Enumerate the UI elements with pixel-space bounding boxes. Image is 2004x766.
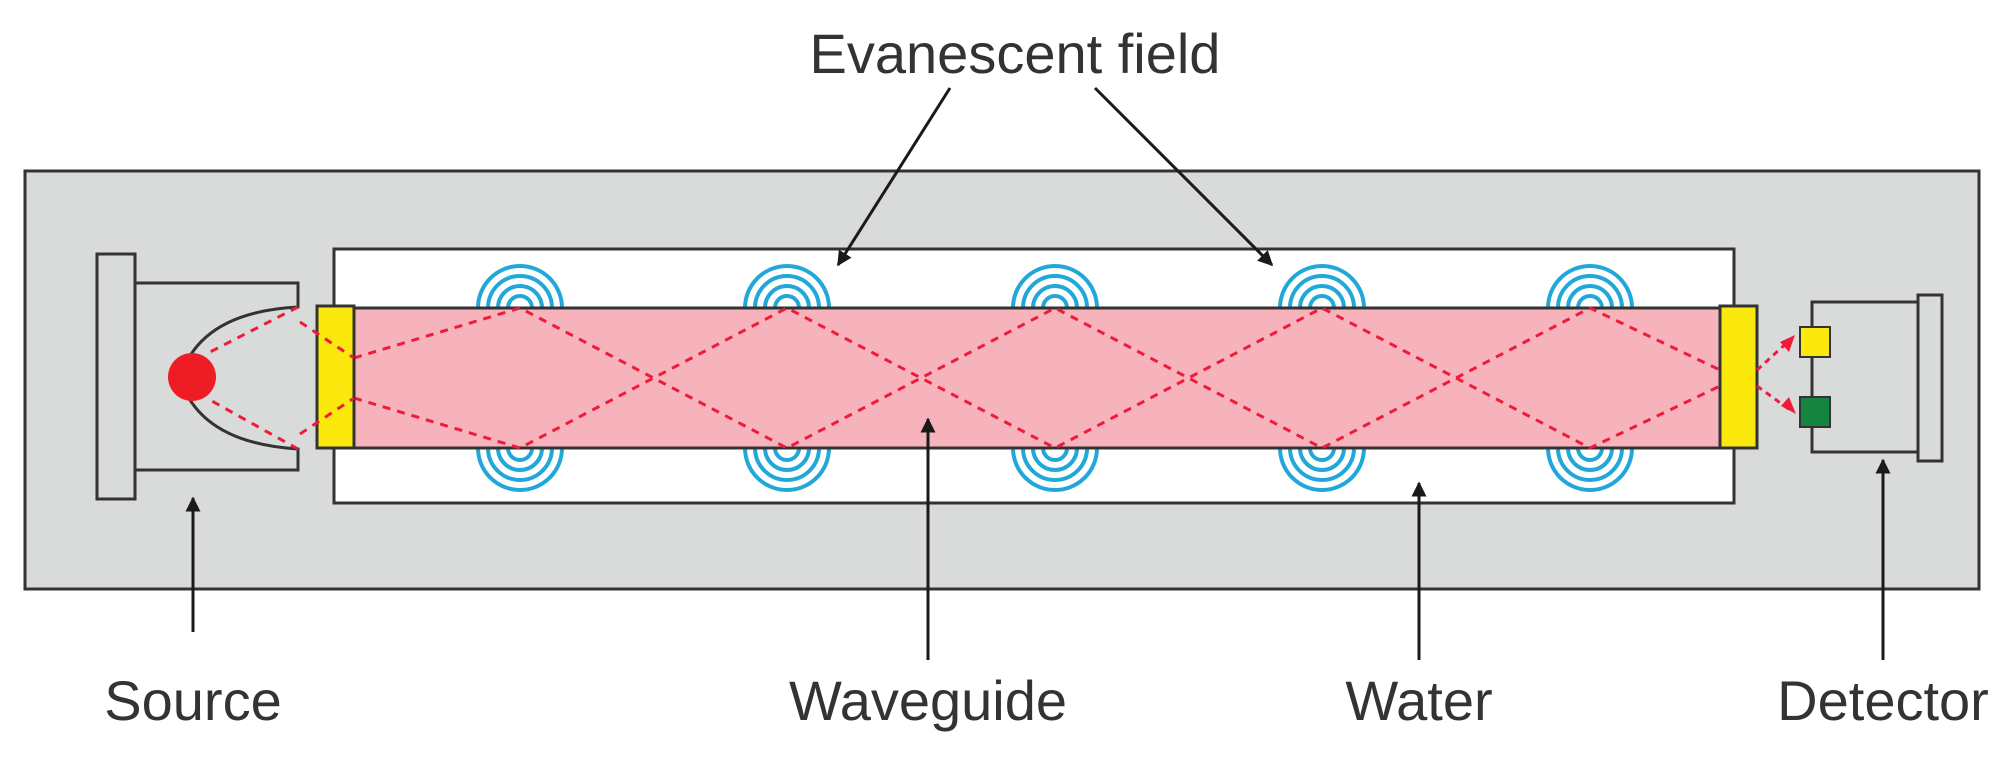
field-ring-top: [1566, 284, 1614, 308]
evanescent-ring-icon: [743, 448, 831, 492]
evanescent-ring-icon: [1011, 448, 1099, 492]
evanescent-ring-icon: [476, 264, 564, 308]
field-ring-top: [1298, 284, 1346, 308]
label-evanescent-field: Evanescent field: [810, 22, 1221, 85]
field-ring-top: [1041, 294, 1069, 308]
field-ring-bottom: [1576, 448, 1604, 462]
source-led: [168, 353, 216, 401]
label-waveguide: Waveguide: [789, 669, 1067, 732]
field-ring-top: [743, 264, 831, 308]
photodetector-icon: [1755, 293, 1944, 463]
field-ring-bottom: [773, 448, 801, 462]
evanescent-field-rings: [476, 264, 1634, 492]
field-ring-top: [773, 294, 801, 308]
field-ring-top: [1011, 264, 1099, 308]
field-ring-bottom: [496, 448, 544, 472]
field-ring-top: [476, 264, 564, 308]
field-ring-top: [496, 284, 544, 308]
evanescent-ring-icon: [1546, 264, 1634, 308]
field-ring-top: [763, 284, 811, 308]
detector-cell-top: [1799, 326, 1831, 358]
field-ring-top: [486, 274, 554, 308]
label-detector: Detector: [1777, 669, 1989, 732]
field-ring-bottom: [1546, 448, 1634, 492]
field-ring-bottom: [1021, 448, 1089, 482]
field-ring-bottom: [743, 448, 831, 492]
detector-cell-bottom: [1799, 396, 1831, 428]
light-beam: [353, 306, 1721, 450]
field-ring-bottom: [1278, 448, 1366, 492]
field-ring-top: [1546, 264, 1634, 308]
evanescent-ring-icon: [476, 448, 564, 492]
led-lamp-icon: [95, 252, 355, 501]
field-ring-bottom: [476, 448, 564, 492]
field-ring-bottom: [1298, 448, 1346, 472]
field-ring-top: [1576, 294, 1604, 308]
field-ring-top: [1021, 274, 1089, 308]
field-ring-top: [753, 274, 821, 308]
field-ring-top: [1031, 284, 1079, 308]
output-coupler: [1718, 304, 1759, 450]
evanescent-ring-icon: [1011, 264, 1099, 308]
field-ring-bottom: [1556, 448, 1624, 482]
field-ring-top: [1308, 294, 1336, 308]
light-beam-reflected: [353, 306, 1721, 450]
evanescent-ring-icon: [1278, 264, 1366, 308]
field-ring-bottom: [763, 448, 811, 472]
annotation-arrows: [185, 86, 1891, 660]
field-ring-bottom: [1288, 448, 1356, 482]
field-ring-top: [1278, 264, 1366, 308]
field-ring-bottom: [1041, 448, 1069, 462]
label-water: Water: [1345, 669, 1492, 732]
evanescent-arrow-right: [1093, 86, 1274, 267]
field-ring-bottom: [1031, 448, 1079, 472]
evanescent-arrow-left: [836, 87, 952, 267]
label-source: Source: [104, 669, 281, 732]
field-ring-top: [1288, 274, 1356, 308]
field-ring-top: [506, 294, 534, 308]
input-coupler: [315, 304, 356, 450]
field-ring-bottom: [486, 448, 554, 482]
waveguide: [352, 306, 1722, 450]
field-ring-bottom: [1566, 448, 1614, 472]
field-ring-bottom: [1308, 448, 1336, 462]
field-ring-top: [1556, 274, 1624, 308]
evanescent-ring-icon: [1278, 448, 1366, 492]
field-ring-bottom: [506, 448, 534, 462]
evanescent-ring-icon: [1546, 448, 1634, 492]
field-ring-bottom: [1011, 448, 1099, 492]
field-ring-bottom: [753, 448, 821, 482]
evanescent-ring-icon: [743, 264, 831, 308]
